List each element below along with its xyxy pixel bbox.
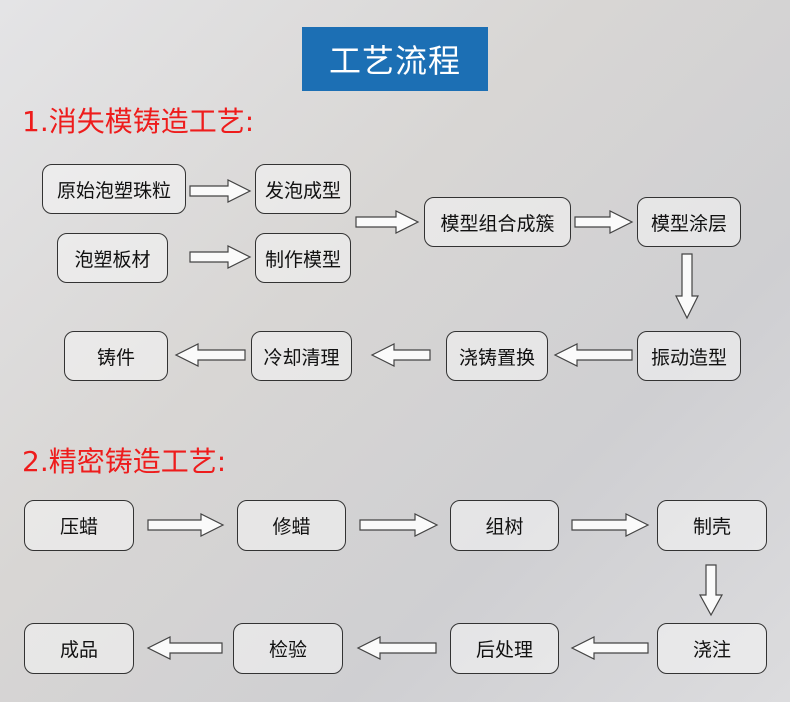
arrow-icon [359,513,439,537]
arrow-icon [553,343,633,367]
step-box: 发泡成型 [255,164,351,214]
arrow-icon [574,210,634,234]
arrow-icon [174,343,246,367]
step-box: 冷却清理 [251,331,352,381]
step-box: 泡塑板材 [57,233,168,283]
arrow-icon [189,179,252,203]
arrow-icon [355,210,420,234]
arrow-icon [698,564,724,617]
arrow-icon [189,245,252,269]
arrow-icon [675,253,699,320]
step-box: 振动造型 [637,331,741,381]
arrow-icon [356,636,437,660]
page-title: 工艺流程 [302,27,488,91]
step-box: 模型组合成簇 [424,197,571,247]
arrow-icon [370,343,431,367]
step-box: 浇注 [657,623,767,674]
step-box: 后处理 [450,623,559,674]
step-box: 浇铸置换 [446,331,548,381]
step-box: 模型涂层 [637,197,741,247]
step-box: 修蜡 [237,500,346,551]
step-box: 原始泡塑珠粒 [42,164,186,214]
step-box: 制作模型 [255,233,351,283]
arrow-icon [147,513,225,537]
step-box: 检验 [233,623,343,674]
section2-heading: 2.精密铸造工艺: [22,445,227,478]
arrow-icon [571,513,650,537]
step-box: 铸件 [64,331,168,381]
section1-heading: 1.消失模铸造工艺: [22,105,255,138]
step-box: 制壳 [657,500,767,551]
step-box: 组树 [450,500,559,551]
arrow-icon [146,636,223,660]
step-box: 压蜡 [24,500,134,551]
arrow-icon [570,636,649,660]
step-box: 成品 [24,623,134,674]
